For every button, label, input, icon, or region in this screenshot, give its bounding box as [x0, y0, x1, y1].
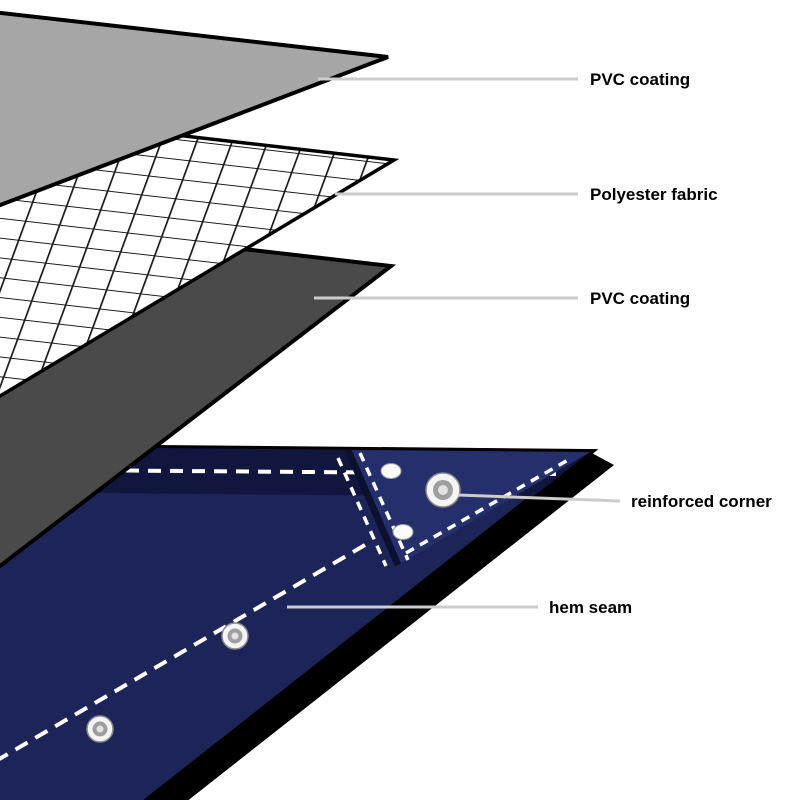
- pvc-coating-top-layer: [0, 10, 389, 208]
- label-pvc-coating-bottom: PVC coating: [590, 289, 690, 308]
- hem-stitch-line-top: [59, 468, 557, 476]
- corner-eyelet-small-2: [392, 524, 414, 540]
- leader-line-reinforced-corner: [457, 493, 621, 503]
- fabric-mesh-pattern: [0, 114, 394, 397]
- grommet-corner: [425, 472, 461, 508]
- label-reinforced-corner: reinforced corner: [631, 492, 772, 511]
- corner-seam-line: [344, 448, 402, 567]
- label-pvc-coating-top: PVC coating: [590, 70, 690, 89]
- corner-eyelet-small-1: [380, 463, 402, 479]
- grommet-hem-1: [221, 622, 249, 650]
- label-hem-seam: hem seam: [549, 598, 632, 617]
- tarpaulin-sheet: [0, 443, 614, 800]
- hem-stitch-line-diagonal: [0, 543, 367, 761]
- corner-stitch-right: [358, 452, 410, 561]
- grommet-hem-2: [86, 715, 114, 743]
- tarp-thickness-edge: [148, 452, 614, 800]
- polyester-fabric-layer: [0, 113, 400, 399]
- label-polyester-fabric: Polyester fabric: [590, 185, 718, 204]
- corner-stitch-left: [336, 457, 388, 567]
- callouts: PVC coating Polyester fabric PVC coating…: [287, 70, 772, 617]
